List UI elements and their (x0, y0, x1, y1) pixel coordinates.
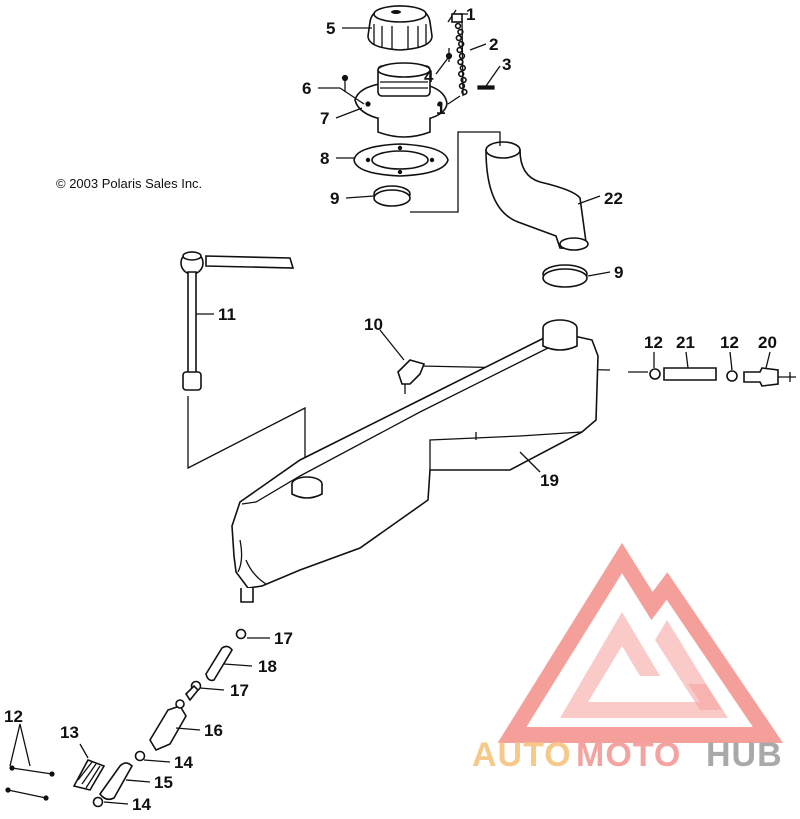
callout-3: 3 (502, 55, 511, 74)
copyright-text: © 2003 Polaris Sales Inc. (56, 176, 202, 191)
callout-2: 2 (489, 35, 498, 54)
callout-labels: 1 2 3 4 1 5 6 7 8 9 22 9 11 10 12 21 12 … (4, 5, 777, 814)
callout-7: 7 (320, 109, 329, 128)
watermark-hub: HUB (706, 736, 783, 774)
callout-17-lower: 17 (230, 681, 249, 700)
filler-neck (341, 62, 448, 138)
routing-line-gauge (187, 396, 306, 480)
callout-20: 20 (758, 333, 777, 352)
routing-line-neck-hose (410, 131, 501, 213)
callout-10: 10 (364, 315, 383, 334)
vent-elbow (397, 359, 426, 394)
callout-19: 19 (540, 471, 559, 490)
callout-11: 11 (218, 305, 236, 324)
callout-5: 5 (326, 19, 335, 38)
watermark-auto: AUTO (472, 736, 572, 774)
hose-clamp-lower (542, 264, 588, 288)
callout-18: 18 (258, 657, 277, 676)
callout-14-lower: 14 (132, 795, 151, 814)
filler-hose (485, 141, 589, 251)
callout-1-top: 1 (466, 5, 475, 24)
callout-14-upper: 14 (174, 753, 193, 772)
callout-12-clip: 12 (4, 707, 23, 726)
vent-line-assembly (628, 367, 796, 387)
watermark-text: AUTO MOTO HUB (472, 736, 783, 774)
callout-17-upper: 17 (274, 629, 293, 648)
fuel-cap (367, 5, 433, 51)
callout-9-upper: 9 (330, 189, 339, 208)
chain-bead (455, 34, 462, 42)
callout-9-lower: 9 (614, 263, 623, 282)
chain-bead (454, 22, 462, 30)
chain-bead (460, 76, 467, 84)
chain-bead (456, 46, 463, 54)
callout-22: 22 (604, 189, 623, 208)
callout-12-vent-right: 12 (720, 333, 739, 352)
gasket (353, 143, 449, 177)
fuel-line-components (5, 628, 247, 808)
callout-leaders (9, 13, 771, 805)
callout-6: 6 (302, 79, 311, 98)
callout-21: 21 (676, 333, 695, 352)
callout-8: 8 (320, 149, 329, 168)
callout-13: 13 (60, 723, 79, 742)
callout-16: 16 (204, 721, 223, 740)
callout-4: 4 (424, 67, 434, 86)
fuel-gauge-sender (180, 251, 295, 391)
callout-1-bottom: 1 (436, 99, 445, 118)
fuel-tank (231, 319, 599, 603)
watermark-moto: MOTO (576, 736, 681, 774)
watermark-logo (497, 542, 784, 743)
callout-12-vent-left: 12 (644, 333, 663, 352)
callout-15: 15 (154, 773, 173, 792)
hose-clamp-upper (373, 185, 411, 207)
chain-bead (458, 82, 466, 90)
cap-tether-chain (445, 9, 495, 97)
